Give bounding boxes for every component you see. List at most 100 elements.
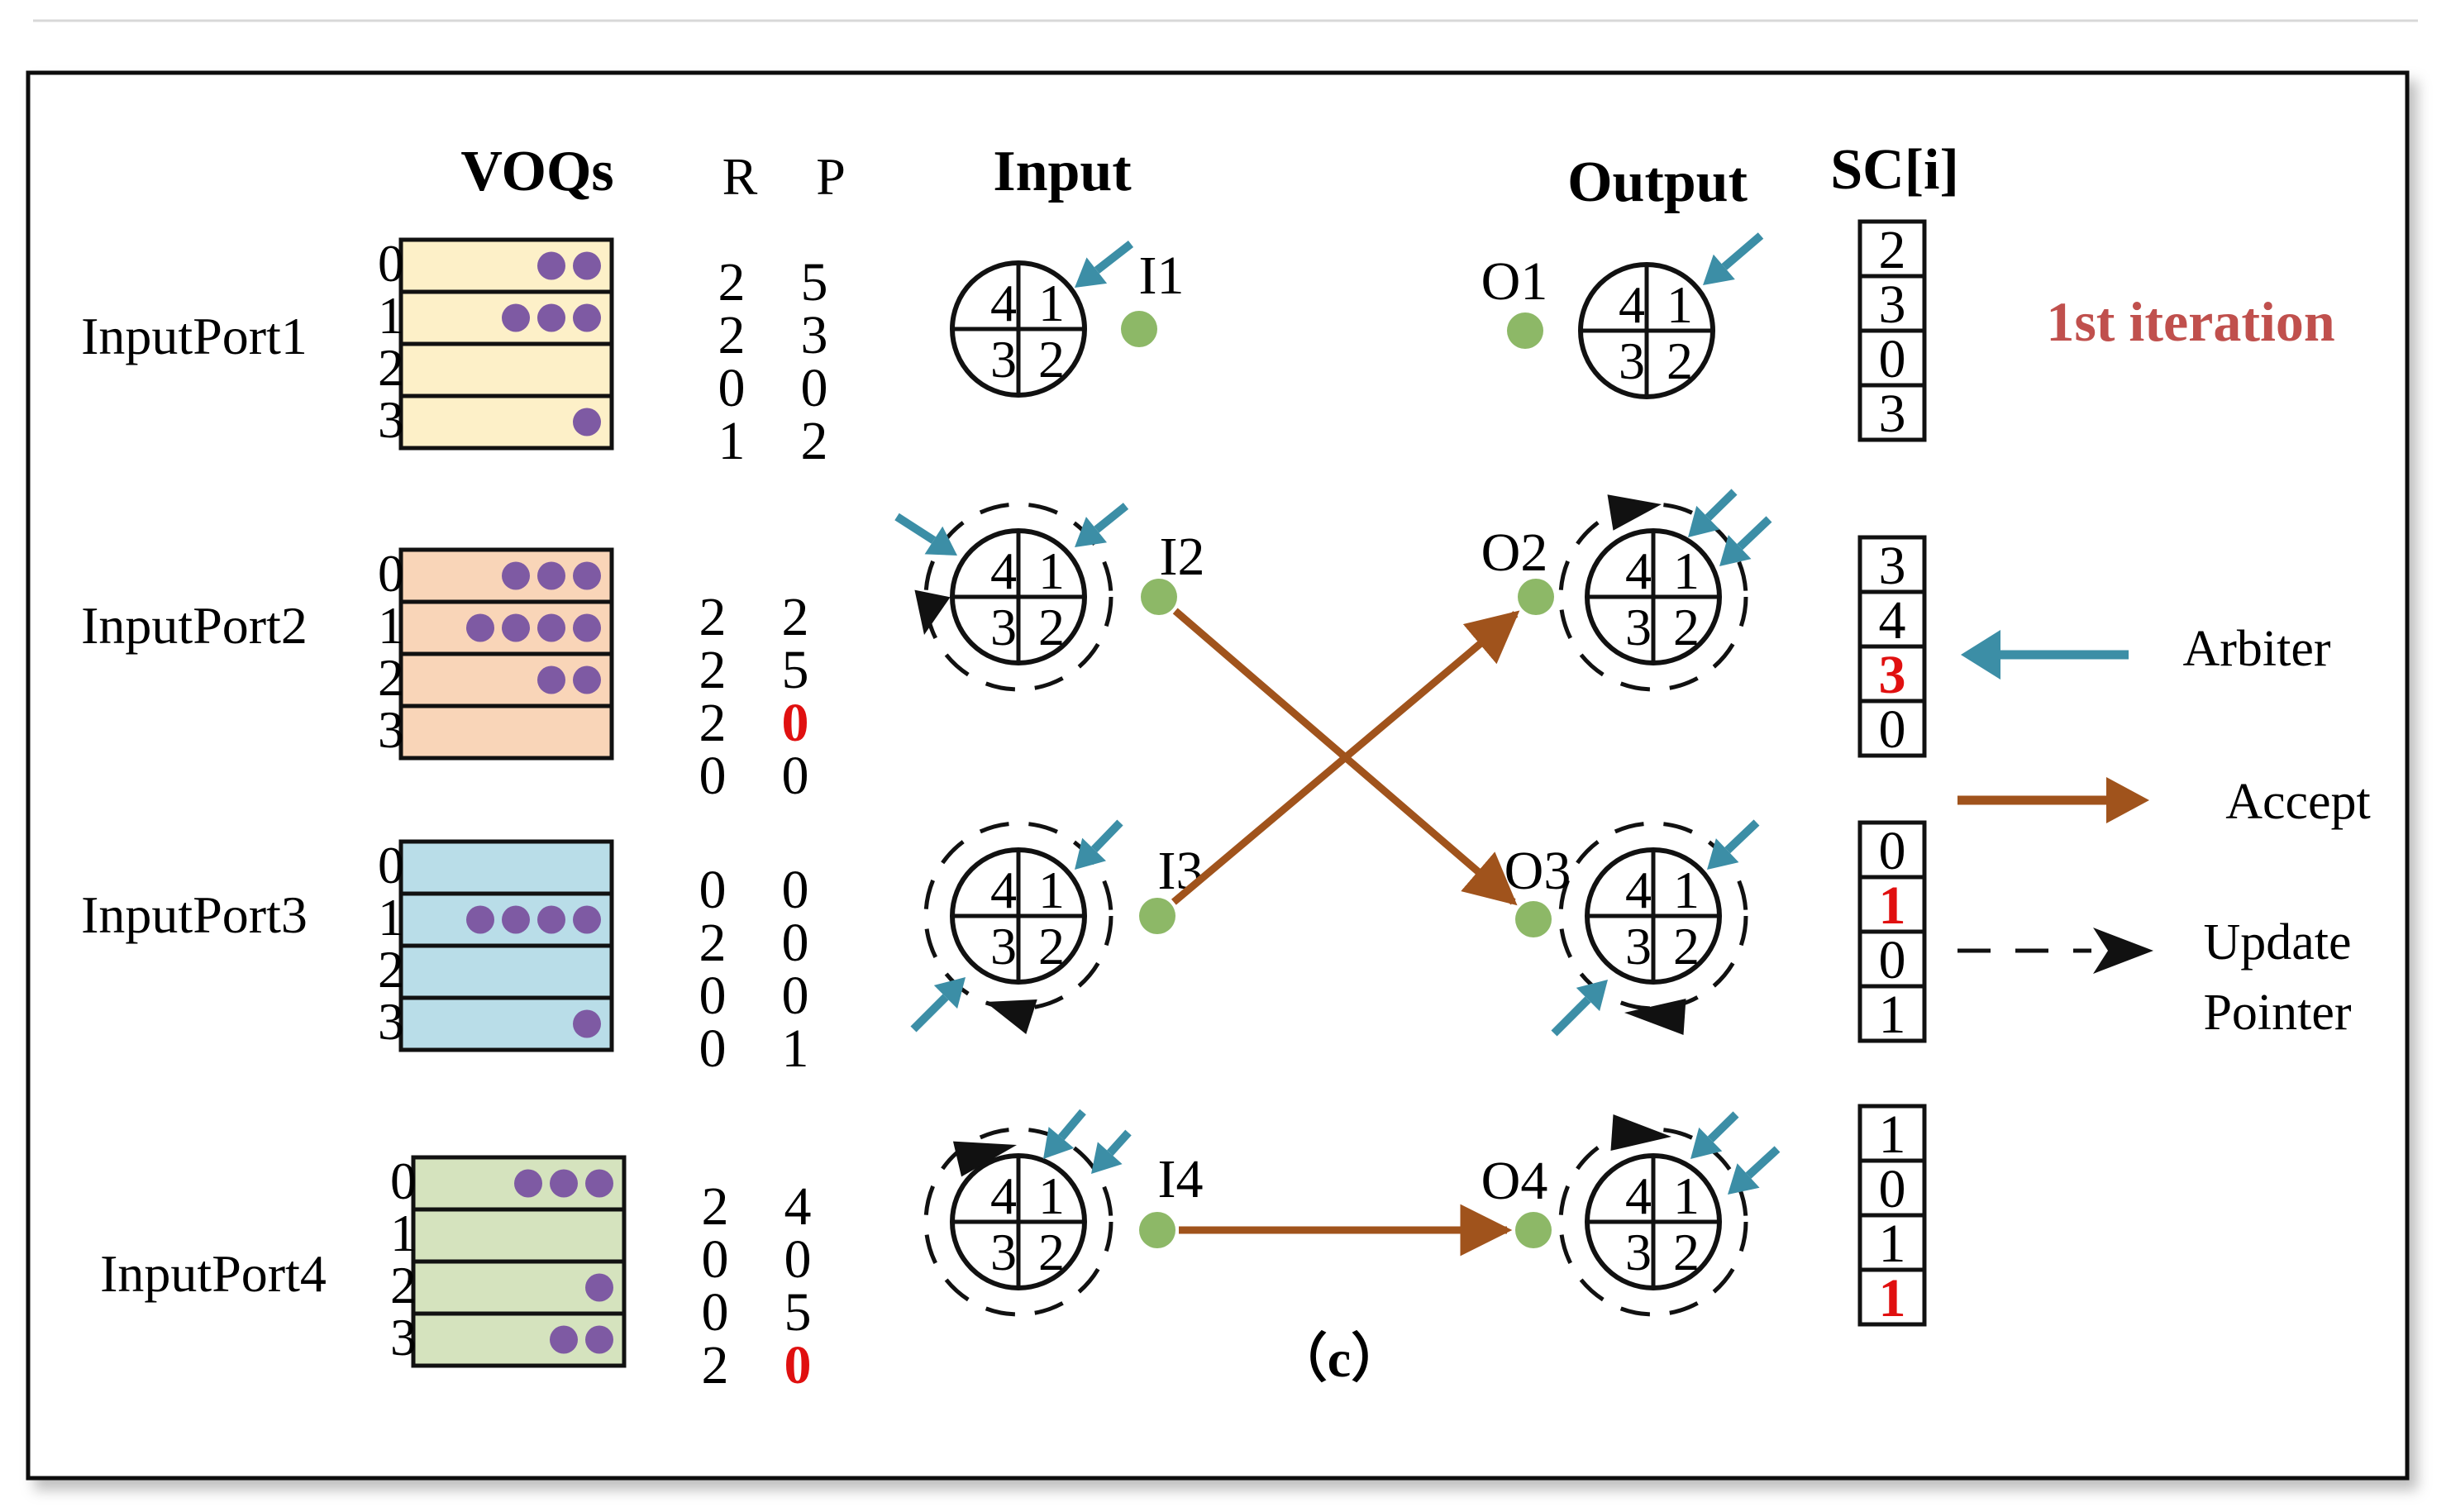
iteration-label: 1st iteration [2046,290,2334,353]
packet-dot [573,561,601,590]
r-value: 0 [699,966,727,1026]
input-node-1 [1121,311,1157,347]
voqs-header: VOQs [460,140,613,203]
voq-index: 1 [390,1204,417,1262]
packet-dot [573,613,601,642]
pointer-track [1558,502,1748,692]
quadrant-label: 3 [990,330,1017,389]
p-value: 0 [782,860,809,920]
input-node-4-label: I4 [1158,1149,1204,1209]
sc-cell [1857,699,1927,758]
p-header: P [816,147,846,206]
input-port-label: InputPort1 [81,307,308,365]
r-value: 2 [699,640,727,700]
pointer-track [923,1127,1113,1317]
arbiter-arrow-shaft [1724,819,1760,854]
quadrant-label: 4 [1625,861,1652,919]
output-node-2-label: O2 [1481,522,1548,583]
pointer-track [1558,821,1748,1011]
sc-value: 1 [1879,1268,1906,1328]
arbiter-arrowhead [1075,837,1107,870]
r-value: 0 [718,358,746,418]
quadrant-label: 1 [1673,861,1700,919]
voq-index: 3 [378,700,404,759]
r-value: 2 [718,305,746,365]
arbiter-arrowhead [1688,505,1720,537]
output-node-2 [1518,579,1554,615]
sc-value: 1 [1879,1214,1906,1274]
arbiter-arrow-shaft [1094,503,1129,533]
r-value: 0 [699,746,727,806]
arbiter-arrowhead [1576,980,1608,1012]
p-value: 0 [782,746,809,806]
arbiter-arrowhead [933,977,966,1009]
input-node-3 [1139,898,1175,934]
quadrant-label: 3 [990,598,1017,656]
packet-dot [573,1009,601,1038]
quadrant-label: 3 [1625,1223,1652,1281]
quadrant-label: 3 [1619,331,1645,390]
packet-dot [550,1169,578,1198]
sc-cell [1857,1213,1927,1272]
output-node-1 [1507,312,1543,349]
p-value: 5 [801,252,828,312]
output-node-4 [1515,1212,1552,1248]
sc-value: 0 [1879,821,1906,881]
quadrant-label: 2 [1673,1223,1700,1281]
voq-index: 0 [378,544,404,603]
sc-value: 0 [1879,329,1906,389]
arbiter-arrowhead [1075,257,1108,288]
packet-dot [502,613,530,642]
arbiter-arrow-shaft [1091,819,1123,853]
r-header: R [722,147,758,206]
input-port-label: InputPort3 [81,885,308,944]
arbiter-arrow-shaft [1058,1109,1086,1141]
sc-value: 0 [1879,1159,1906,1219]
voq-index: 0 [390,1152,417,1210]
sc-cell [1857,383,1927,442]
quadrant-label: 2 [1038,1223,1065,1281]
r-value: 2 [718,252,746,312]
packet-dot [537,613,565,642]
p-value: 3 [801,305,828,365]
arbiter-arrow-shaft [1737,516,1772,551]
p-value: 0 [784,1335,812,1395]
sc-value: 2 [1879,220,1906,280]
voq-index: 0 [378,836,404,894]
voq-index: 3 [378,390,404,449]
arbiter-arrowhead [1728,1163,1760,1195]
accept-arrow-I3-O2 [1171,610,1520,905]
p-value: 5 [784,1282,812,1343]
output-node-3 [1515,901,1552,937]
packet-dot [466,905,494,934]
sc-cell [1857,274,1927,333]
quadrant-label: 2 [1667,331,1693,390]
voq-index: 1 [378,596,404,655]
pointer-update-arrow [1607,494,1662,531]
arbiter-arrow-shaft [1551,996,1591,1037]
sc-value: 3 [1879,274,1906,335]
packet-dot [573,408,601,436]
quadrant-label: 1 [1038,541,1065,600]
r-value: 2 [699,693,727,753]
packet-dot [585,1273,613,1302]
quadrant-label: 2 [1673,917,1700,975]
quadrant-label: 4 [990,274,1017,332]
arbiter-arrow-shaft [1094,241,1134,274]
input-node-4 [1139,1212,1175,1248]
input-port-label: InputPort4 [100,1244,327,1303]
packet-dot [466,613,494,642]
pointer-update-arrow [1610,1114,1671,1151]
packet-dot [502,561,530,590]
voq-index: 1 [378,888,404,947]
legend-accept-label: Accept [2225,774,2371,830]
input-node-2-label: I2 [1160,527,1205,587]
